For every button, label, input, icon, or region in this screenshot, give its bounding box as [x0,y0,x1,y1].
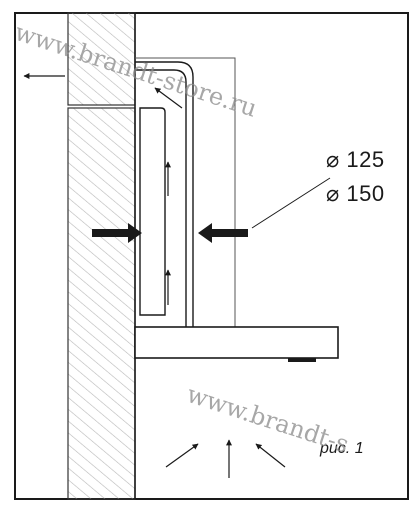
airflow-arrow-corner [154,87,183,109]
upper-wall-hatched [67,12,136,106]
figure-caption: рис. 1 [320,440,364,457]
outer-frame [14,12,409,500]
diameter-label-150: ⌀ 150 [326,181,385,206]
lower-wall-hatched [67,107,136,500]
airflow-arrow-in-right [255,443,286,468]
diameter-label-125: ⌀ 125 [326,147,385,172]
airflow-arrow-in-left [165,443,199,468]
outer-casing [135,57,236,327]
duct-inner-channel [139,107,166,316]
exhaust-duct [135,61,194,327]
push-arrow-right [198,223,248,243]
diameter-leader-line [251,177,331,229]
hood-shelf [134,326,339,359]
push-arrow-left [92,223,142,243]
